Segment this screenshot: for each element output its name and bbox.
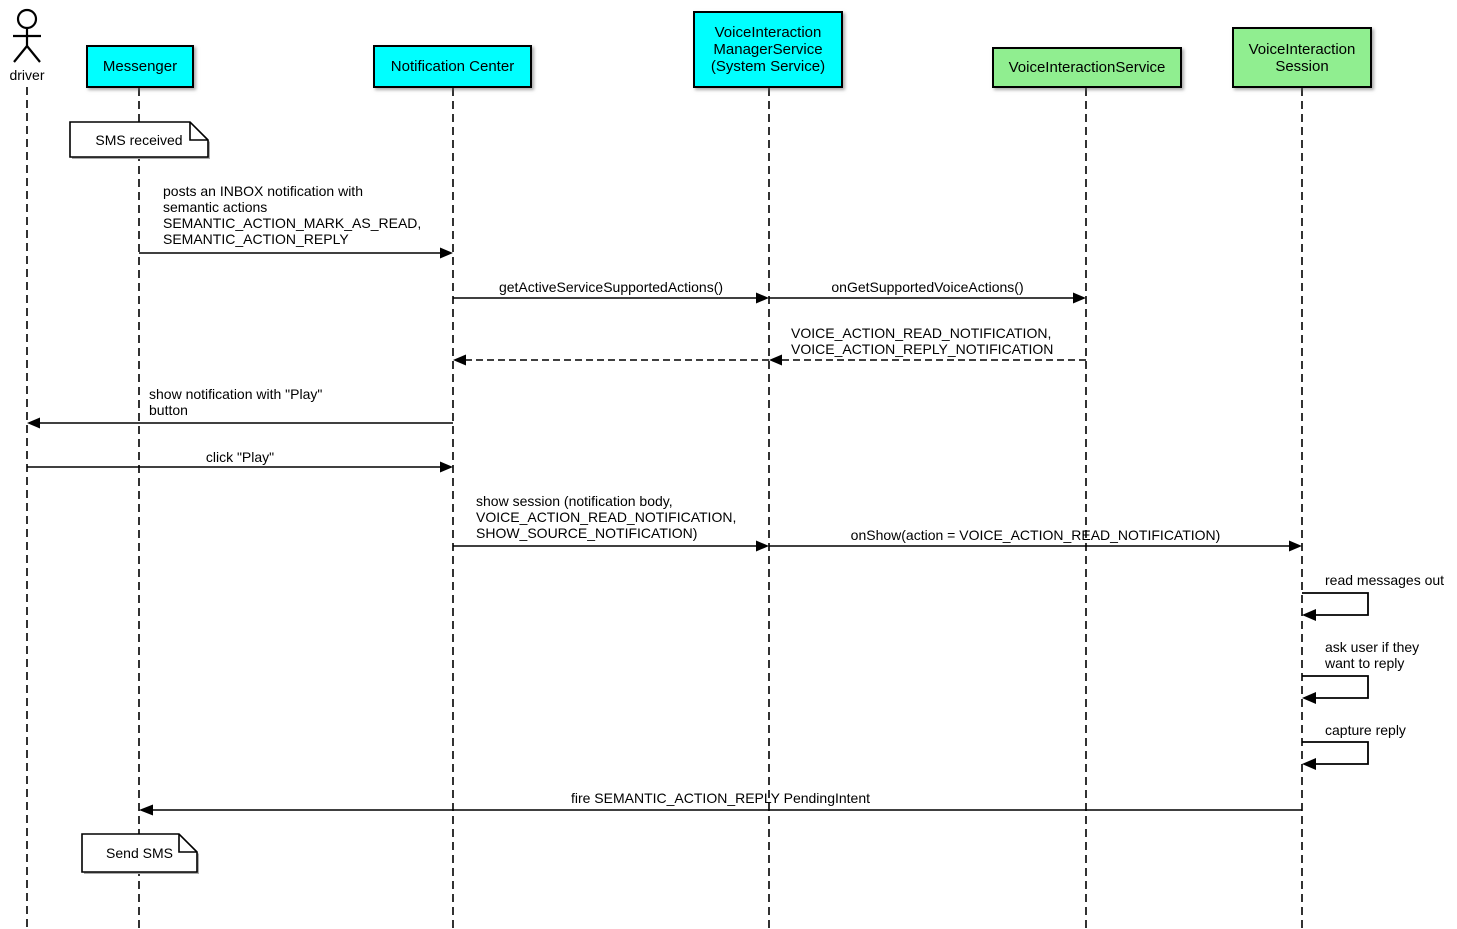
- note-body: [69, 121, 209, 158]
- participant-messenger: Messenger: [86, 45, 194, 88]
- self-arrow-read-messages-out: [1302, 592, 1369, 616]
- participant-voiceinteraction-managerservice: VoiceInteraction ManagerService (System …: [693, 11, 843, 88]
- self-arrow-capture-reply: [1302, 741, 1369, 765]
- arrowhead-left-icon: [769, 354, 782, 366]
- arrowhead-left-icon: [1302, 609, 1316, 621]
- note-fold-icon: [178, 834, 197, 853]
- note-fold-icon: [189, 122, 208, 141]
- arrowhead-left-icon: [27, 417, 40, 429]
- message-label-fire-pending-intent: fire SEMANTIC_ACTION_REPLY PendingIntent: [570, 790, 871, 806]
- message-label-read-messages-out: read messages out: [1325, 572, 1445, 588]
- actor-driver-icon: [13, 8, 41, 63]
- note-send-sms: Send SMS: [106, 845, 173, 861]
- arrowhead-left-icon: [1302, 692, 1316, 704]
- arrowhead-right-icon: [1289, 540, 1302, 552]
- note-sms-received-shape: [69, 121, 210, 159]
- actor-leg-left: [13, 45, 28, 63]
- arrowhead-right-icon: [756, 540, 769, 552]
- message-label-on-show: onShow(action = VOICE_ACTION_READ_NOTIFI…: [850, 527, 1221, 543]
- arrowhead-left-icon: [139, 804, 153, 816]
- message-label-capture-reply: capture reply: [1325, 722, 1406, 738]
- note-body: [81, 833, 198, 873]
- message-label-show-notification-play: show notification with "Play" button: [149, 386, 323, 418]
- arrowhead-right-icon: [440, 461, 453, 473]
- message-label-get-active-service-supported-actions: getActiveServiceSupportedActions(): [498, 279, 724, 295]
- actor-head: [16, 8, 38, 30]
- self-arrow-ask-user-reply: [1302, 675, 1369, 699]
- message-label-on-get-supported-voice-actions: onGetSupportedVoiceActions(): [831, 279, 1024, 295]
- actor-leg-right: [26, 45, 41, 63]
- arrowhead-right-icon: [1073, 292, 1086, 304]
- arrowhead-left-icon: [453, 354, 466, 366]
- message-label-show-session: show session (notification body, VOICE_A…: [476, 493, 737, 541]
- participant-voiceinteractionservice: VoiceInteractionService: [992, 47, 1182, 88]
- message-label-posts-inbox-notification: posts an INBOX notification with semanti…: [163, 183, 422, 247]
- participant-notification-center: Notification Center: [373, 45, 532, 88]
- note-send-sms-shape: [81, 833, 199, 874]
- message-label-voice-actions-return: VOICE_ACTION_READ_NOTIFICATION, VOICE_AC…: [791, 325, 1054, 357]
- arrowhead-right-icon: [440, 247, 453, 259]
- message-label-click-play: click "Play": [205, 449, 275, 465]
- actor-label-driver: driver: [9, 67, 45, 83]
- arrowhead-right-icon: [756, 292, 769, 304]
- message-label-ask-user-reply: ask user if they want to reply: [1325, 639, 1420, 671]
- arrowhead-left-icon: [1302, 758, 1316, 770]
- participant-voiceinteraction-session: VoiceInteraction Session: [1232, 27, 1372, 88]
- note-sms-received: SMS received: [95, 131, 183, 148]
